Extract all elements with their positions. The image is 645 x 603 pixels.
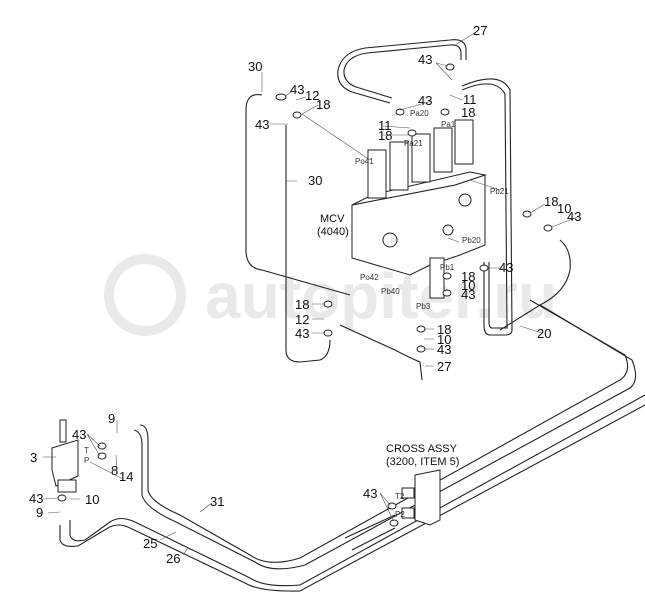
callout: 43 bbox=[461, 287, 475, 302]
callout: 10 bbox=[437, 332, 451, 347]
callout: 12 bbox=[295, 312, 309, 327]
callout: 10 bbox=[557, 201, 571, 216]
watermark-text: autopiter.ru bbox=[205, 260, 557, 332]
hose-20 bbox=[499, 239, 571, 331]
callout: 18 bbox=[295, 297, 309, 312]
hose-upper-right bbox=[461, 78, 513, 336]
callout: 18 bbox=[316, 97, 330, 112]
mcv-code: (4040) bbox=[317, 226, 349, 238]
hose-31-b bbox=[133, 304, 637, 570]
hose-30-right bbox=[285, 125, 331, 363]
callout-numbers: 27 43 11 18 43 11 18 30 43 12 18 43 30 1… bbox=[29, 23, 581, 566]
hose-27-upper-b bbox=[343, 44, 462, 99]
hoses bbox=[59, 39, 645, 592]
hose-26 bbox=[59, 404, 645, 592]
callout: 43 bbox=[499, 260, 513, 275]
callout: 43 bbox=[437, 342, 451, 357]
callout: 43 bbox=[567, 209, 581, 224]
leader-lines bbox=[42, 31, 581, 556]
callout: 43 bbox=[290, 82, 304, 97]
callout: 9 bbox=[36, 505, 43, 520]
cross-assy-bracket bbox=[401, 469, 441, 526]
hose-30-left bbox=[245, 94, 351, 296]
port-pb20: Pb20 bbox=[462, 236, 481, 245]
port-pb21: Pb21 bbox=[490, 187, 509, 196]
port-pb40: Pb40 bbox=[381, 287, 400, 296]
callout: 43 bbox=[255, 117, 269, 132]
hose-cross-p2 bbox=[351, 527, 396, 551]
callout: 10 bbox=[461, 278, 475, 293]
callout: 10 bbox=[85, 492, 99, 507]
callout: 43 bbox=[363, 486, 377, 501]
callout: 31 bbox=[210, 494, 224, 509]
port-labels: Pa20 Pa1 Pa21 Po41 Pb21 Pb20 Pb1 Po42 Pb… bbox=[84, 109, 509, 519]
hose-upper-right-b bbox=[461, 83, 508, 329]
callout: 30 bbox=[308, 173, 322, 188]
callout: 30 bbox=[248, 59, 262, 74]
hose-cross-t2 bbox=[344, 514, 396, 539]
callout: 43 bbox=[72, 427, 86, 442]
port-p2: P2 bbox=[395, 510, 405, 519]
callout: 43 bbox=[29, 491, 43, 506]
callout: 20 bbox=[537, 326, 551, 341]
fittings bbox=[57, 63, 553, 527]
cross-assy-ref: (3200, ITEM 5) bbox=[386, 456, 459, 468]
callout: 18 bbox=[461, 105, 475, 120]
hose-27-lower bbox=[339, 324, 423, 381]
callout: 18 bbox=[378, 128, 392, 143]
callout: 27 bbox=[437, 359, 451, 374]
callout: 43 bbox=[418, 93, 432, 108]
port-pa1: Pa1 bbox=[441, 120, 456, 129]
pilot-valve bbox=[51, 419, 79, 493]
mcv-valve-block bbox=[351, 119, 487, 299]
callout: 8 bbox=[111, 463, 118, 478]
callout: 27 bbox=[473, 23, 487, 38]
component-labels: MCV (4040) CROSS ASSY (3200, ITEM 5) bbox=[317, 213, 459, 468]
port-pa20: Pa20 bbox=[410, 109, 429, 118]
callout: 18 bbox=[544, 194, 558, 209]
callout: 14 bbox=[119, 469, 133, 484]
port-pa21: Pa21 bbox=[404, 139, 423, 148]
hose-25 bbox=[69, 394, 645, 587]
hose-27-upper bbox=[337, 39, 467, 104]
port-t2: T2 bbox=[395, 492, 405, 501]
callout: 26 bbox=[166, 551, 180, 566]
port-pb3: Pb3 bbox=[416, 302, 431, 311]
callout: 11 bbox=[463, 92, 477, 107]
callout: 3 bbox=[30, 450, 37, 465]
callout: 18 bbox=[461, 269, 475, 284]
port-pb1: Pb1 bbox=[440, 263, 455, 272]
callout: 11 bbox=[378, 118, 392, 133]
port-po42: Po42 bbox=[360, 273, 379, 282]
port-po41: Po41 bbox=[355, 157, 374, 166]
mcv-label: MCV bbox=[320, 213, 345, 225]
callout: 43 bbox=[418, 52, 432, 67]
watermark: autopiter.ru bbox=[104, 254, 557, 336]
callout: 9 bbox=[108, 411, 115, 426]
port-p: P bbox=[84, 456, 89, 465]
callout: 43 bbox=[295, 326, 309, 341]
callout: 18 bbox=[437, 322, 451, 337]
hose-31 bbox=[139, 299, 629, 563]
port-t: T bbox=[84, 446, 89, 455]
callout: 12 bbox=[305, 88, 319, 103]
cross-assy-label: CROSS ASSY bbox=[386, 443, 458, 455]
callout: 25 bbox=[143, 536, 157, 551]
